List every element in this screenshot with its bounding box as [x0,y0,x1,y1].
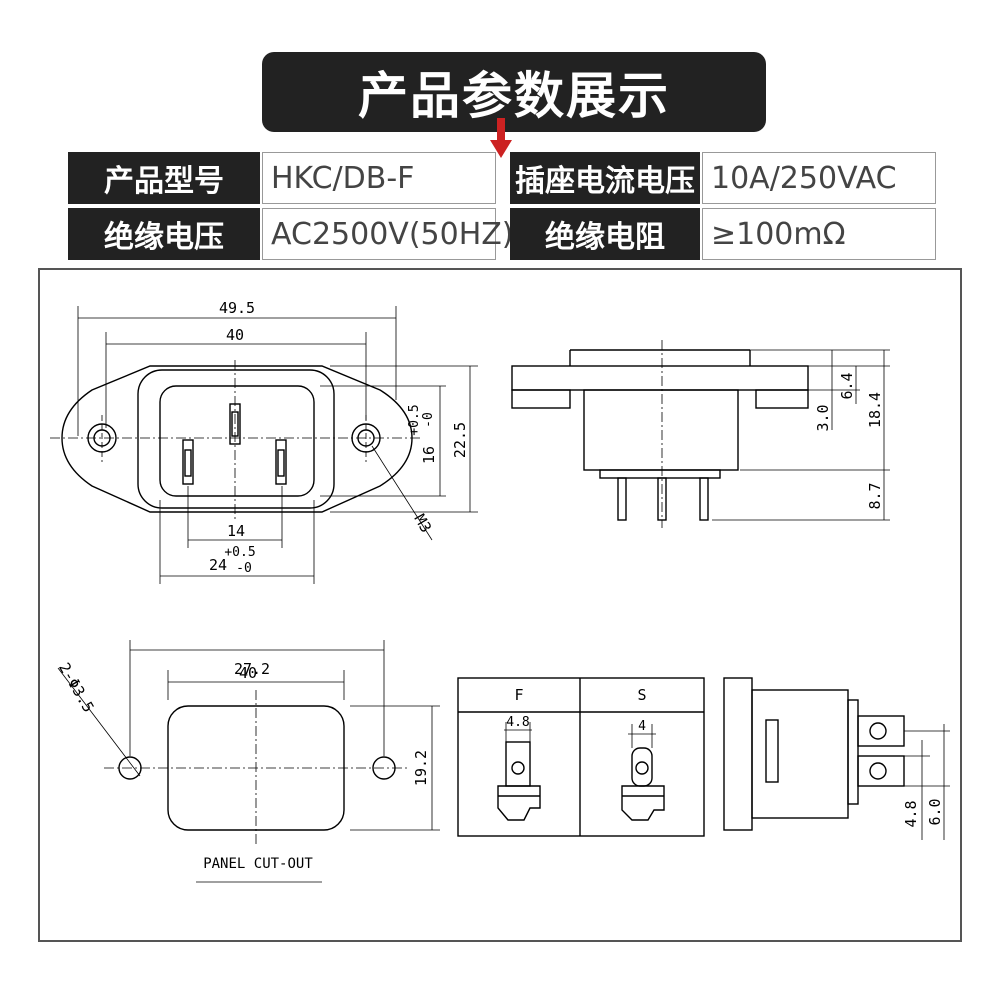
panel-cutout-label: PANEL CUT-OUT [203,856,313,872]
dim-pin-spacing: 14 [227,522,245,540]
dim-front-total-width: 49.5 [219,299,255,317]
dim-side-8-7: 8.7 [866,482,884,509]
col-f-header: F [514,686,523,704]
spec-table: 产品型号 HKC/DB-F 插座电流电压 10A/250VAC 绝缘电压 AC2… [68,152,936,260]
dim-front-inner-height-tol-plus: +0.5 [407,404,422,435]
side-view [511,340,890,528]
dim-side-3-0: 3.0 [814,404,832,431]
technical-drawing [38,268,962,942]
spec-value-insulation-voltage: AC2500V(50HZ) [262,208,514,260]
dim-cut-total-width: 40 [239,664,257,682]
dim-right-6-0: 6.0 [926,798,944,825]
title-banner: 产品参数展示 [262,52,766,132]
spec-value-insulation-resistance: ≥100mΩ [702,208,936,260]
dim-cut-width: 27.2 [234,660,270,678]
spec-value-current-voltage: 10A/250VAC [702,152,936,204]
spec-label-insulation-resistance: 绝缘电阻 [510,208,700,260]
dim-side-18-4: 18.4 [866,392,884,428]
panel-cutout-view [57,640,440,883]
dim-terminal-s: 4 [638,719,646,734]
spec-label-model: 产品型号 [68,152,260,204]
dim-front-height: 22.5 [451,422,469,458]
dim-front-inner-height-tol-minus: -0 [421,412,436,428]
dim-front-width: 40 [226,326,244,344]
dim-hole: 2-Φ3.5 [55,660,98,716]
dim-screw: M3 [411,511,436,536]
dim-inner-width-tol-plus: +0.5 [224,545,255,560]
dim-cut-height: 19.2 [412,750,430,786]
dim-side-6-4: 6.4 [838,372,856,399]
dim-right-4-8: 4.8 [902,800,920,827]
dim-terminal-f: 4.8 [506,715,529,730]
spec-label-insulation-voltage: 绝缘电压 [68,208,260,260]
spec-label-current-voltage: 插座电流电压 [510,152,700,204]
dim-front-inner-height: 16 [420,446,438,464]
down-arrow-icon [490,118,512,158]
terminal-table [457,677,705,837]
front-view [50,306,478,584]
dim-inner-width: 24 [209,556,227,574]
right-view [723,677,950,840]
dim-inner-width-tol-minus: -0 [236,561,252,576]
spec-value-model: HKC/DB-F [262,152,496,204]
col-s-header: S [637,686,646,704]
banner-title: 产品参数展示 [358,67,670,125]
